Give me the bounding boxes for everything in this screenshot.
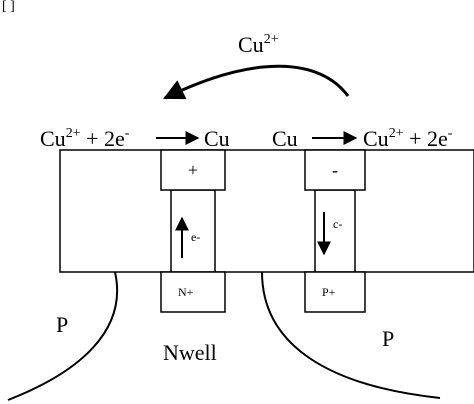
region-p-right: P (382, 326, 394, 351)
right-reaction-product: Cu (363, 126, 389, 151)
left-reaction-product: Cu (204, 126, 230, 151)
region-p-left: P (56, 312, 68, 337)
right-contact-sign: - (332, 160, 338, 180)
region-nwell: Nwell (163, 340, 217, 365)
left-implant (160, 271, 226, 313)
right-electron-label: c- (333, 217, 342, 231)
right-implant (304, 271, 366, 313)
left-electron-label: e- (191, 230, 200, 244)
right-contact-pad (304, 149, 366, 191)
right-reaction-sup1: 2+ (389, 126, 404, 141)
left-contact-pad (160, 149, 226, 191)
top-cu-base: Cu (238, 32, 264, 57)
right-well-boundary (261, 271, 441, 399)
left-well-boundary (7, 271, 119, 401)
left-contact-column (170, 189, 216, 273)
left-reaction: Cu2+ + 2e- (40, 126, 130, 151)
right-reaction-reactant: Cu (272, 126, 298, 151)
top-cu-sup: 2+ (264, 32, 279, 47)
right-reaction: Cu2+ + 2e- (363, 126, 453, 151)
left-reaction-sup2: - (125, 126, 130, 141)
ion-migration-arrow (163, 64, 350, 100)
left-implant-label: N+ (178, 285, 194, 299)
right-reaction-sup2: - (448, 126, 453, 141)
right-reaction-plus: + 2e (404, 126, 448, 151)
right-implant-label: P+ (322, 285, 336, 299)
corner-mark: [ ] (2, 0, 15, 14)
left-contact-sign: + (188, 160, 198, 180)
right-contact-column (314, 189, 356, 273)
left-reaction-species: Cu (40, 126, 66, 151)
top-cu-ion-label: Cu2+ (238, 32, 279, 57)
left-reaction-plus: + 2e (81, 126, 125, 151)
dielectric-layer (59, 149, 474, 273)
left-reaction-sup1: 2+ (66, 126, 81, 141)
